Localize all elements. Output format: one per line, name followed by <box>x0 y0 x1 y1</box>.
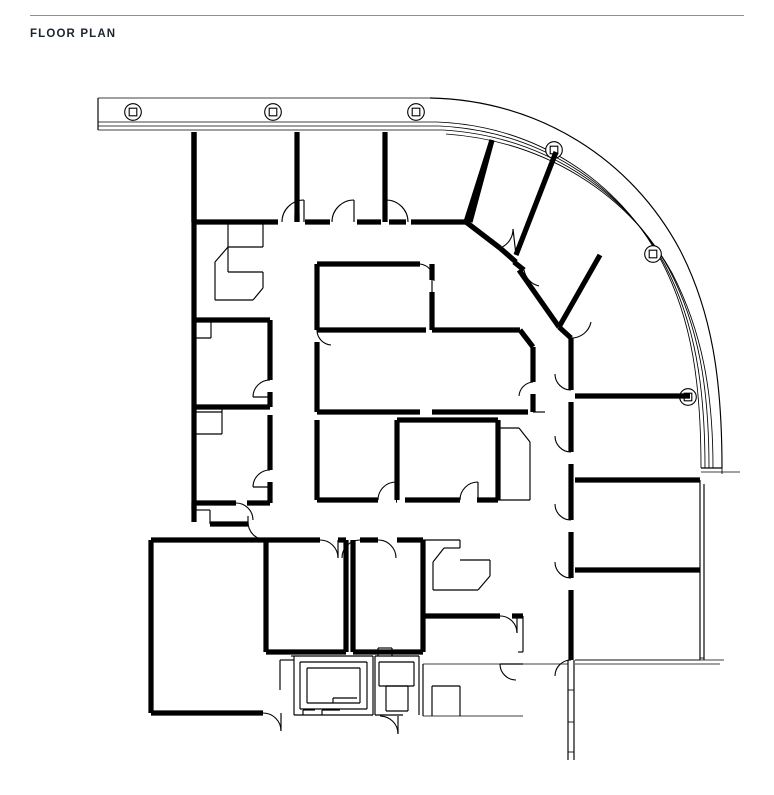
east-office-block <box>554 338 720 677</box>
southeast-outer-edge <box>700 657 724 661</box>
north-exterior-wall <box>97 97 443 131</box>
header-divider-rule <box>30 15 744 16</box>
north-office-block <box>191 132 470 225</box>
restroom-service-core <box>279 647 420 735</box>
column-marker-icon <box>264 103 282 121</box>
south-service-wall <box>523 659 700 760</box>
column-marker-icon <box>644 245 662 263</box>
west-office-block <box>191 132 273 521</box>
corridor-edges <box>191 411 545 527</box>
southwest-large-room <box>148 521 282 732</box>
northeast-radial-offices <box>463 139 603 340</box>
column-markers <box>124 103 697 406</box>
central-core-offices <box>314 261 536 503</box>
column-marker-icon <box>407 103 425 121</box>
column-marker-icon <box>124 103 142 121</box>
page-title: FLOOR PLAN <box>30 28 117 40</box>
south-lobby <box>422 539 524 717</box>
south-office-tier <box>266 537 426 655</box>
